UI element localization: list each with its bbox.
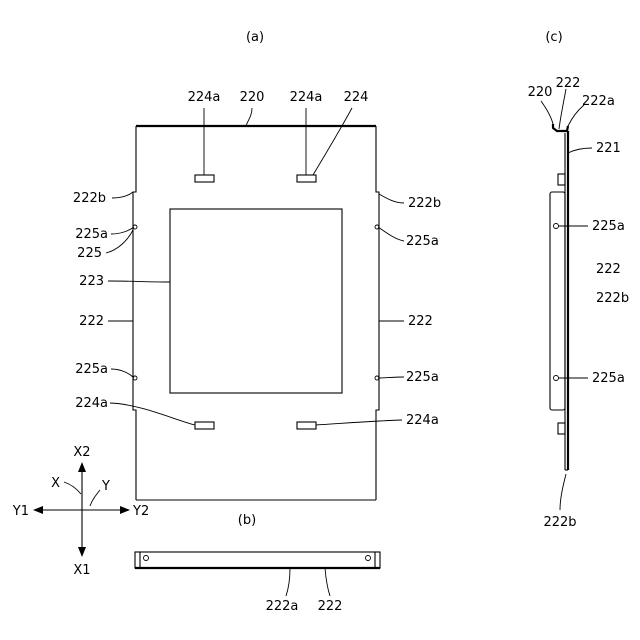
label-223: 223 [79, 274, 104, 289]
label-221: 221 [596, 141, 621, 156]
bottom-hole-left [144, 556, 149, 561]
label-224a-top-left: 224a [188, 90, 221, 105]
label-222-left: 222 [79, 314, 104, 329]
leader-224a-bottom-left [110, 403, 195, 425]
label-225a-right-bottom: 225a [406, 370, 439, 385]
axis-label-x1: X1 [73, 563, 90, 578]
label-222b-c-bottom: 222b [543, 515, 576, 530]
axis-label-y: Y [101, 479, 110, 494]
label-225a-left-bottom: 225a [75, 362, 108, 377]
arrow-x1 [78, 547, 86, 557]
bottom-view-body [135, 552, 380, 568]
bottom-hole-right [366, 556, 371, 561]
leader-223 [108, 281, 170, 282]
tab-224a-bottom-right [297, 422, 316, 429]
leader-222b-left [112, 192, 133, 198]
leader-222b-c-bottom [560, 474, 566, 510]
label-225a-c-top: 225a [592, 219, 625, 234]
leader-224a-bottom-right [316, 420, 402, 425]
leader-y [90, 490, 100, 506]
label-225a-left-top: 225a [75, 227, 108, 242]
label-222b-c-mid: 222b [596, 291, 629, 306]
label-225: 225 [77, 246, 102, 261]
side-hole-top [554, 224, 559, 229]
label-220: 220 [240, 90, 265, 105]
side-hole-bottom [554, 376, 559, 381]
leader-222-c-top [559, 89, 566, 129]
caption-a: (a) [246, 30, 264, 45]
tab-224a-bottom-left [195, 422, 214, 429]
view-c: (c) 220 222 222a 221 225a 222 222b 225a … [528, 30, 629, 530]
opening-223 [170, 209, 342, 393]
label-224: 224 [344, 90, 369, 105]
label-222-c-mid: 222 [596, 262, 621, 277]
left-edge [133, 126, 136, 500]
view-b: (b) 222a 222 [135, 513, 380, 614]
axis-label-x: X [51, 476, 60, 491]
view-a: (a) [73, 30, 441, 500]
leader-224 [313, 108, 352, 175]
leader-225a-left [111, 227, 134, 234]
side-top-bend [553, 124, 568, 131]
label-225a-right-top: 225a [406, 234, 439, 249]
tab-224a-top-right [297, 175, 316, 182]
label-222a-b: 222a [266, 599, 299, 614]
leader-222-b [325, 568, 330, 596]
leader-221 [568, 148, 592, 153]
label-222b-left: 222b [73, 191, 106, 206]
tab-224a-top-left [195, 175, 214, 182]
side-tab-top [558, 174, 565, 185]
label-222-right: 222 [408, 314, 433, 329]
label-225a-c-bottom: 225a [592, 371, 625, 386]
leader-225a-right-top [378, 227, 404, 241]
label-222a-c: 222a [582, 94, 615, 109]
caption-b: (b) [238, 513, 256, 528]
label-222-c-top: 222 [556, 76, 581, 91]
axes-diagram: X2 X1 Y1 Y2 X Y [12, 445, 149, 578]
leader-222a-b [286, 568, 290, 596]
leader-x [64, 482, 81, 494]
caption-c: (c) [545, 30, 562, 45]
arrow-y1 [33, 506, 43, 514]
axis-label-y2: Y2 [132, 504, 149, 519]
leader-220-c [541, 101, 553, 124]
arrow-y2 [120, 506, 130, 514]
label-224a-bottom-left: 224a [75, 396, 108, 411]
label-222b-right: 222b [408, 196, 441, 211]
leader-225a-right-bottom [378, 377, 404, 378]
leader-220 [246, 108, 252, 126]
label-220-c: 220 [528, 85, 553, 100]
axis-label-x2: X2 [73, 445, 90, 460]
right-edge [376, 126, 379, 500]
arrow-x2 [78, 462, 86, 472]
axis-label-y1: Y1 [12, 504, 29, 519]
label-222-b: 222 [318, 599, 343, 614]
side-tab-bottom [558, 423, 565, 434]
label-224a-top-right: 224a [290, 90, 323, 105]
label-224a-bottom-right: 224a [406, 413, 439, 428]
leader-222b-right [379, 194, 404, 203]
leader-225a-left-bottom [111, 369, 134, 378]
